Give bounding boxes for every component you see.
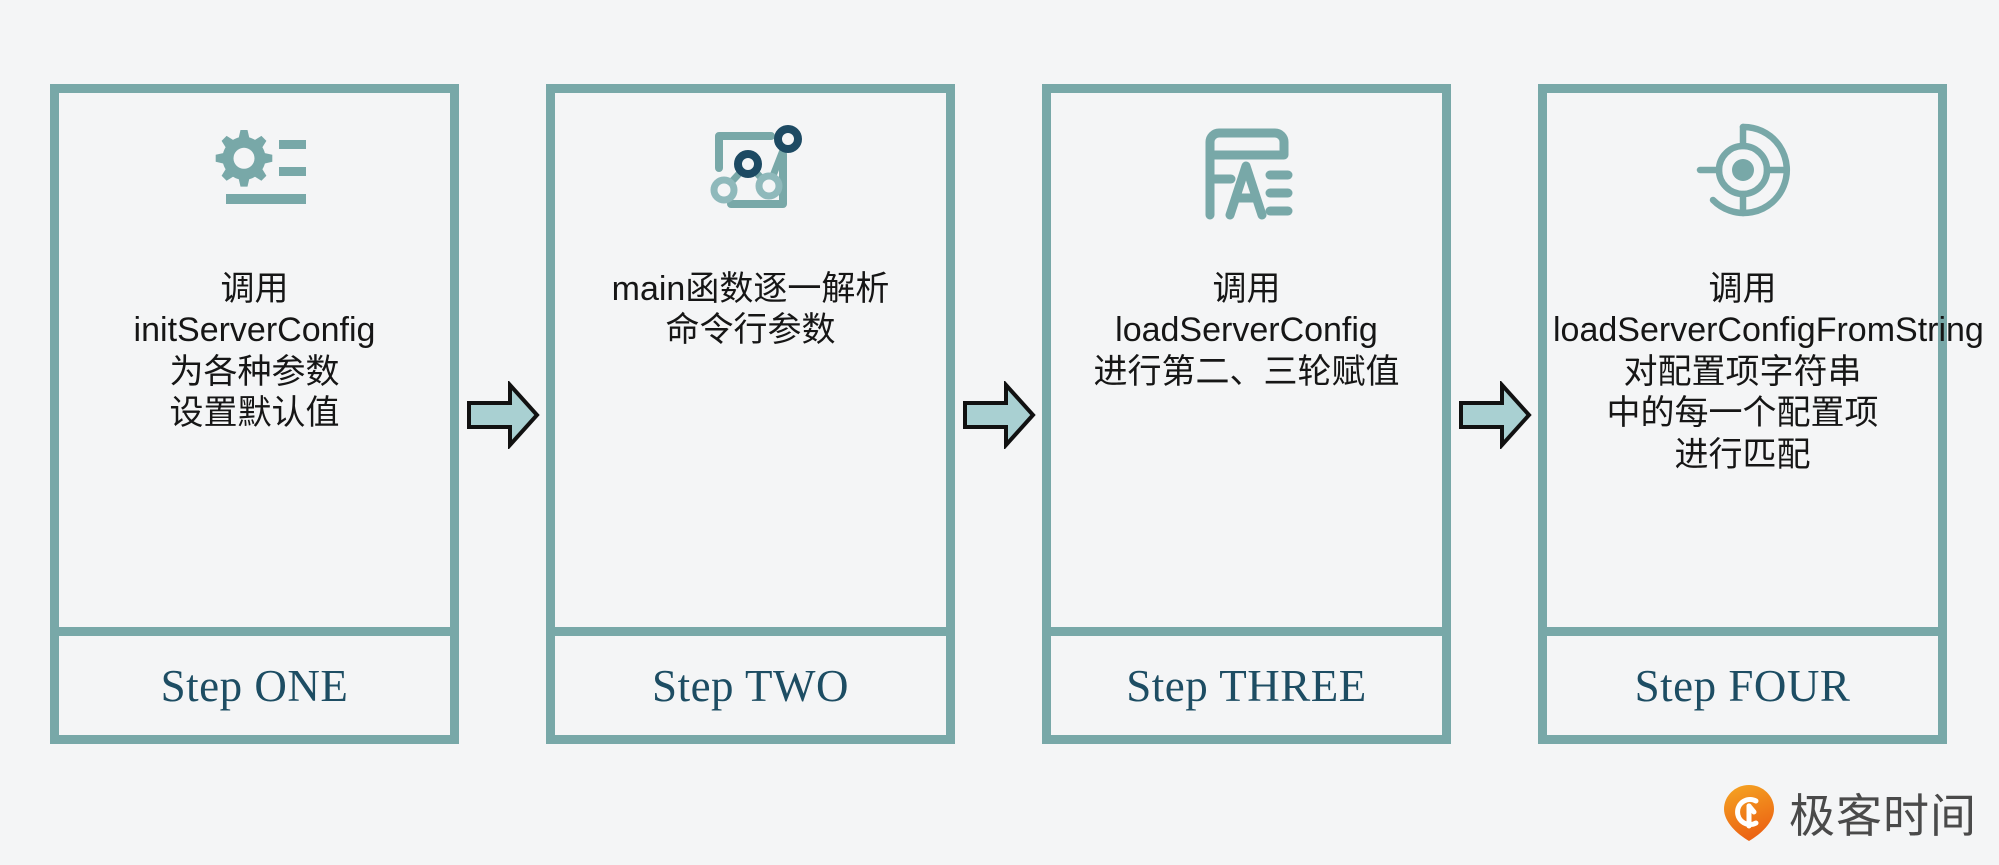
step-card-2[interactable]: main函数逐一解析 命令行参数 Step TWO [546, 84, 955, 744]
step-card-4-footer: Step FOUR [1547, 636, 1938, 735]
step-card-3-footer: Step THREE [1051, 636, 1442, 735]
step-card-4-divider [1547, 627, 1938, 636]
step-card-3-label: Step THREE [1126, 660, 1367, 711]
step-card-1-divider [59, 627, 450, 636]
step-card-2-label: Step TWO [652, 660, 849, 711]
brand-logo: 极客时间 [1723, 784, 1977, 847]
text-form-icon [1197, 115, 1297, 225]
step-card-1-label: Step ONE [160, 660, 349, 711]
step-card-2-text: main函数逐一解析 命令行参数 [611, 270, 890, 350]
step-card-2-body: main函数逐一解析 命令行参数 [555, 93, 946, 627]
step-card-3-divider [1051, 627, 1442, 636]
arrow-connector-3-to-4 [1458, 379, 1532, 451]
step-card-4-label: Step FOUR [1634, 660, 1851, 711]
gear-settings-icon [203, 115, 307, 225]
step-card-1-body: 调用 initServerConfig 为各种参数 设置默认值 [59, 93, 450, 627]
step-card-1[interactable]: 调用 initServerConfig 为各种参数 设置默认值 Step ONE [50, 84, 459, 744]
step-card-4[interactable]: 调用 loadServerConfigFromString 对配置项字符串 中的… [1538, 84, 1984, 744]
line-chart-icon [699, 115, 803, 225]
step-card-3-body: 调用 loadServerConfig 进行第二、三轮赋值 [1051, 93, 1442, 627]
brand-logo-text: 极客时间 [1789, 788, 1977, 843]
step-card-2-divider [555, 627, 946, 636]
step-card-3-text: 调用 loadServerConfig 进行第二、三轮赋值 [1093, 270, 1400, 391]
target-crosshair-icon [1693, 115, 1793, 225]
step-card-4-text: 调用 loadServerConfigFromString 对配置项字符串 中的… [1553, 270, 1984, 474]
arrow-connector-1-to-2 [466, 379, 540, 451]
step-card-2-footer: Step TWO [555, 636, 946, 735]
geektime-pin-logo-icon [1723, 784, 1775, 847]
step-card-4-body: 调用 loadServerConfigFromString 对配置项字符串 中的… [1547, 93, 1984, 627]
step-card-1-footer: Step ONE [59, 636, 450, 735]
arrow-connector-2-to-3 [962, 379, 1036, 451]
step-card-3[interactable]: 调用 loadServerConfig 进行第二、三轮赋值 Step THREE [1042, 84, 1451, 744]
step-card-1-text: 调用 initServerConfig 为各种参数 设置默认值 [133, 270, 376, 433]
